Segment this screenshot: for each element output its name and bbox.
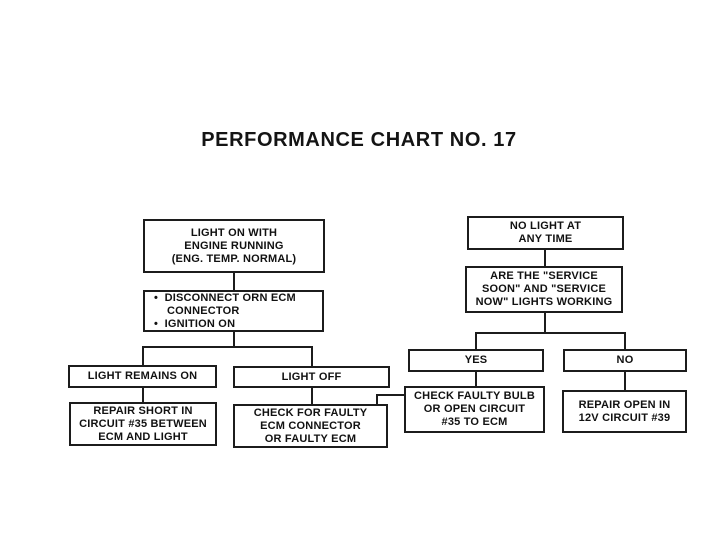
connector-line [475, 334, 477, 349]
connector-elbow-line [376, 394, 378, 404]
page-title: PERFORMANCE CHART NO. 17 [201, 129, 517, 151]
connector-line [475, 332, 626, 334]
connector-line [475, 372, 477, 386]
connector-line [624, 372, 626, 390]
node-disconnect-ecm-connector: • DISCONNECT ORN ECM CONNECTOR • IGNITIO… [143, 290, 324, 332]
node-no: NO [563, 349, 687, 372]
connector-line [311, 388, 313, 404]
node-repair-short-circuit-35: REPAIR SHORT IN CIRCUIT #35 BETWEEN ECM … [69, 402, 217, 446]
node-repair-open-circuit-39: REPAIR OPEN IN 12V CIRCUIT #39 [562, 390, 687, 433]
node-light-remains-on: LIGHT REMAINS ON [68, 365, 217, 388]
node-light-off: LIGHT OFF [233, 366, 390, 388]
connector-elbow-line [376, 394, 404, 396]
connector-line [544, 250, 546, 266]
connector-line [142, 388, 144, 402]
node-yes: YES [408, 349, 544, 372]
connector-line [311, 348, 313, 366]
node-service-lights-working: ARE THE "SERVICE SOON" AND "SERVICE NOW"… [465, 266, 623, 313]
node-check-faulty-ecm: CHECK FOR FAULTY ECM CONNECTOR OR FAULTY… [233, 404, 388, 448]
connector-line [233, 332, 235, 347]
connector-line [142, 346, 313, 348]
connector-line [233, 273, 235, 290]
node-no-light-at-any-time: NO LIGHT AT ANY TIME [467, 216, 624, 250]
node-light-on-with-engine-running: LIGHT ON WITH ENGINE RUNNING (ENG. TEMP.… [143, 219, 325, 273]
connector-line [624, 334, 626, 349]
connector-line [142, 348, 144, 365]
node-check-faulty-bulb: CHECK FAULTY BULB OR OPEN CIRCUIT #35 TO… [404, 386, 545, 433]
connector-line [544, 313, 546, 333]
